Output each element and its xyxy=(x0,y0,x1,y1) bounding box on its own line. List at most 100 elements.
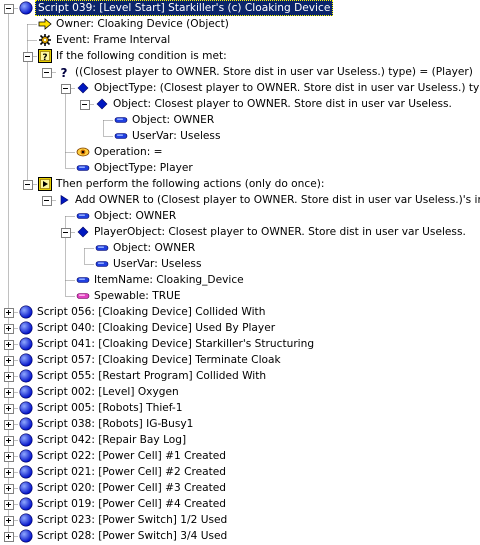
script-node[interactable]: Script 040: [Cloaking Device] Used By Pl… xyxy=(0,320,480,336)
node-label[interactable]: Event: Frame Interval xyxy=(56,34,171,46)
collapse-toggle[interactable] xyxy=(42,68,52,78)
tree-node[interactable]: Object: OWNER xyxy=(0,240,480,256)
script-node[interactable]: Script 021: [Power Cell] #2 Created xyxy=(0,464,480,480)
blue-circle-icon xyxy=(19,417,33,431)
node-label[interactable]: UserVar: Useless xyxy=(113,258,202,270)
script-node[interactable]: Script 028: [Power Switch] 3/4 Used xyxy=(0,528,480,544)
blue-circle-icon xyxy=(19,353,33,367)
expand-toggle[interactable] xyxy=(4,500,14,510)
node-label[interactable]: Script 040: [Cloaking Device] Used By Pl… xyxy=(37,322,276,334)
question-mark-icon: ? xyxy=(57,65,71,79)
node-label[interactable]: Script 028: [Power Switch] 3/4 Used xyxy=(37,530,228,542)
tree-node[interactable]: ObjectType: Player xyxy=(0,160,480,176)
yellow-arrow-icon xyxy=(38,17,52,31)
tree-node[interactable]: Event: Frame Interval xyxy=(0,32,480,48)
script-node[interactable]: Script 020: [Power Cell] #3 Created xyxy=(0,480,480,496)
expand-toggle[interactable] xyxy=(4,404,14,414)
collapse-toggle[interactable] xyxy=(80,100,90,110)
node-label[interactable]: Then perform the following actions (only… xyxy=(56,178,325,190)
script-node[interactable]: Script 038: [Robots] IG-Busy1 xyxy=(0,416,480,432)
expand-toggle[interactable] xyxy=(4,308,14,318)
node-label[interactable]: Object: OWNER xyxy=(132,114,215,126)
script-node[interactable]: Script 023: [Power Switch] 1/2 Used xyxy=(0,512,480,528)
node-label[interactable]: ObjectType: Player xyxy=(94,162,193,174)
script-node[interactable]: Script 056: [Cloaking Device] Collided W… xyxy=(0,304,480,320)
tree-node[interactable]: Object: Closest player to OWNER. Store d… xyxy=(0,96,480,112)
expand-toggle[interactable] xyxy=(4,468,14,478)
node-label[interactable]: Script 020: [Power Cell] #3 Created xyxy=(37,482,226,494)
expand-toggle[interactable] xyxy=(4,356,14,366)
node-label[interactable]: UserVar: Useless xyxy=(132,130,221,142)
node-label[interactable]: PlayerObject: Closest player to OWNER. S… xyxy=(94,226,466,238)
script-node[interactable]: Script 022: [Power Cell] #1 Created xyxy=(0,448,480,464)
expand-toggle[interactable] xyxy=(4,436,14,446)
collapse-toggle[interactable] xyxy=(23,52,33,62)
node-label[interactable]: Script 056: [Cloaking Device] Collided W… xyxy=(37,306,266,318)
node-label[interactable]: Script 041: [Cloaking Device] Starkiller… xyxy=(37,338,315,350)
expand-toggle[interactable] xyxy=(4,452,14,462)
script-node[interactable]: Script 041: [Cloaking Device] Starkiller… xyxy=(0,336,480,352)
expand-toggle[interactable] xyxy=(4,484,14,494)
node-label[interactable]: Object: OWNER xyxy=(113,242,196,254)
node-label[interactable]: Owner: Cloaking Device (Object) xyxy=(56,18,229,30)
blue-diamond-icon xyxy=(95,97,109,111)
tree-node[interactable]: UserVar: Useless xyxy=(0,256,480,272)
script-node[interactable]: Script 005: [Robots] Thief-1 xyxy=(0,400,480,416)
node-label[interactable]: Spewable: TRUE xyxy=(94,290,181,302)
blue-diamond-icon xyxy=(76,225,90,239)
tree-node[interactable]: Then perform the following actions (only… xyxy=(0,176,480,192)
node-label[interactable]: Script 021: [Power Cell] #2 Created xyxy=(37,466,226,478)
tree-node[interactable]: Add OWNER to (Closest player to OWNER. S… xyxy=(0,192,480,208)
node-label[interactable]: ((Closest player to OWNER. Store dist in… xyxy=(75,66,473,78)
script-node[interactable]: Script 019: [Power Cell] #4 Created xyxy=(0,496,480,512)
node-label[interactable]: ItemName: Cloaking_Device xyxy=(94,274,244,286)
expand-toggle[interactable] xyxy=(4,532,14,542)
blue-circle-icon xyxy=(19,433,33,447)
node-label[interactable]: Script 057: [Cloaking Device] Terminate … xyxy=(37,354,281,366)
expand-toggle[interactable] xyxy=(4,372,14,382)
tree-node[interactable]: Object: OWNER xyxy=(0,112,480,128)
tree-node[interactable]: Owner: Cloaking Device (Object) xyxy=(0,16,480,32)
tree-node[interactable]: Spewable: TRUE xyxy=(0,288,480,304)
script-node[interactable]: Script 042: [Repair Bay Log] xyxy=(0,432,480,448)
script-node[interactable]: Script 055: [Restart Program] Collided W… xyxy=(0,368,480,384)
node-label[interactable]: Script 038: [Robots] IG-Busy1 xyxy=(37,418,194,430)
expand-toggle[interactable] xyxy=(4,324,14,334)
node-label[interactable]: Script 023: [Power Switch] 1/2 Used xyxy=(37,514,228,526)
blue-pill-icon xyxy=(76,209,90,223)
collapse-toggle[interactable] xyxy=(42,196,52,206)
tree-node[interactable]: ItemName: Cloaking_Device xyxy=(0,272,480,288)
script-node[interactable]: Script 057: [Cloaking Device] Terminate … xyxy=(0,352,480,368)
selected-node-label[interactable]: Script 039: [Level Start] Starkiller's (… xyxy=(35,0,334,16)
node-label[interactable]: Script 055: [Restart Program] Collided W… xyxy=(37,370,267,382)
node-label[interactable]: Script 022: [Power Cell] #1 Created xyxy=(37,450,226,462)
collapse-toggle[interactable] xyxy=(61,228,71,238)
expand-toggle[interactable] xyxy=(4,388,14,398)
collapse-toggle[interactable] xyxy=(23,180,33,190)
tree-node[interactable]: ? ((Closest player to OWNER. Store dist i… xyxy=(0,64,480,80)
node-label[interactable]: Object: OWNER xyxy=(94,210,177,222)
node-label[interactable]: If the following condition is met: xyxy=(56,50,227,62)
node-label[interactable]: Add OWNER to (Closest player to OWNER. S… xyxy=(75,194,480,206)
script-node[interactable]: Script 002: [Level] Oxygen xyxy=(0,384,480,400)
expand-toggle[interactable] xyxy=(4,420,14,430)
expand-toggle[interactable] xyxy=(4,340,14,350)
tree-node[interactable]: ObjectType: (Closest player to OWNER. St… xyxy=(0,80,480,96)
collapse-toggle[interactable] xyxy=(4,4,14,14)
script-node[interactable]: Script 039: [Level Start] Starkiller's (… xyxy=(0,0,480,16)
tree-node[interactable]: Object: OWNER xyxy=(0,208,480,224)
tree-node[interactable]: ?If the following condition is met: xyxy=(0,48,480,64)
node-label[interactable]: Script 005: [Robots] Thief-1 xyxy=(37,402,183,414)
tree-node[interactable]: PlayerObject: Closest player to OWNER. S… xyxy=(0,224,480,240)
collapse-toggle[interactable] xyxy=(61,84,71,94)
expand-toggle[interactable] xyxy=(4,516,14,526)
node-label[interactable]: Script 019: [Power Cell] #4 Created xyxy=(37,498,226,510)
tree-node[interactable]: UserVar: Useless xyxy=(0,128,480,144)
node-label[interactable]: Operation: = xyxy=(94,146,163,158)
tree-node[interactable]: Operation: = xyxy=(0,144,480,160)
node-label[interactable]: Script 002: [Level] Oxygen xyxy=(37,386,179,398)
node-label[interactable]: ObjectType: (Closest player to OWNER. St… xyxy=(94,82,480,94)
node-label[interactable]: Object: Closest player to OWNER. Store d… xyxy=(113,98,452,110)
node-label[interactable]: Script 042: [Repair Bay Log] xyxy=(37,434,187,446)
